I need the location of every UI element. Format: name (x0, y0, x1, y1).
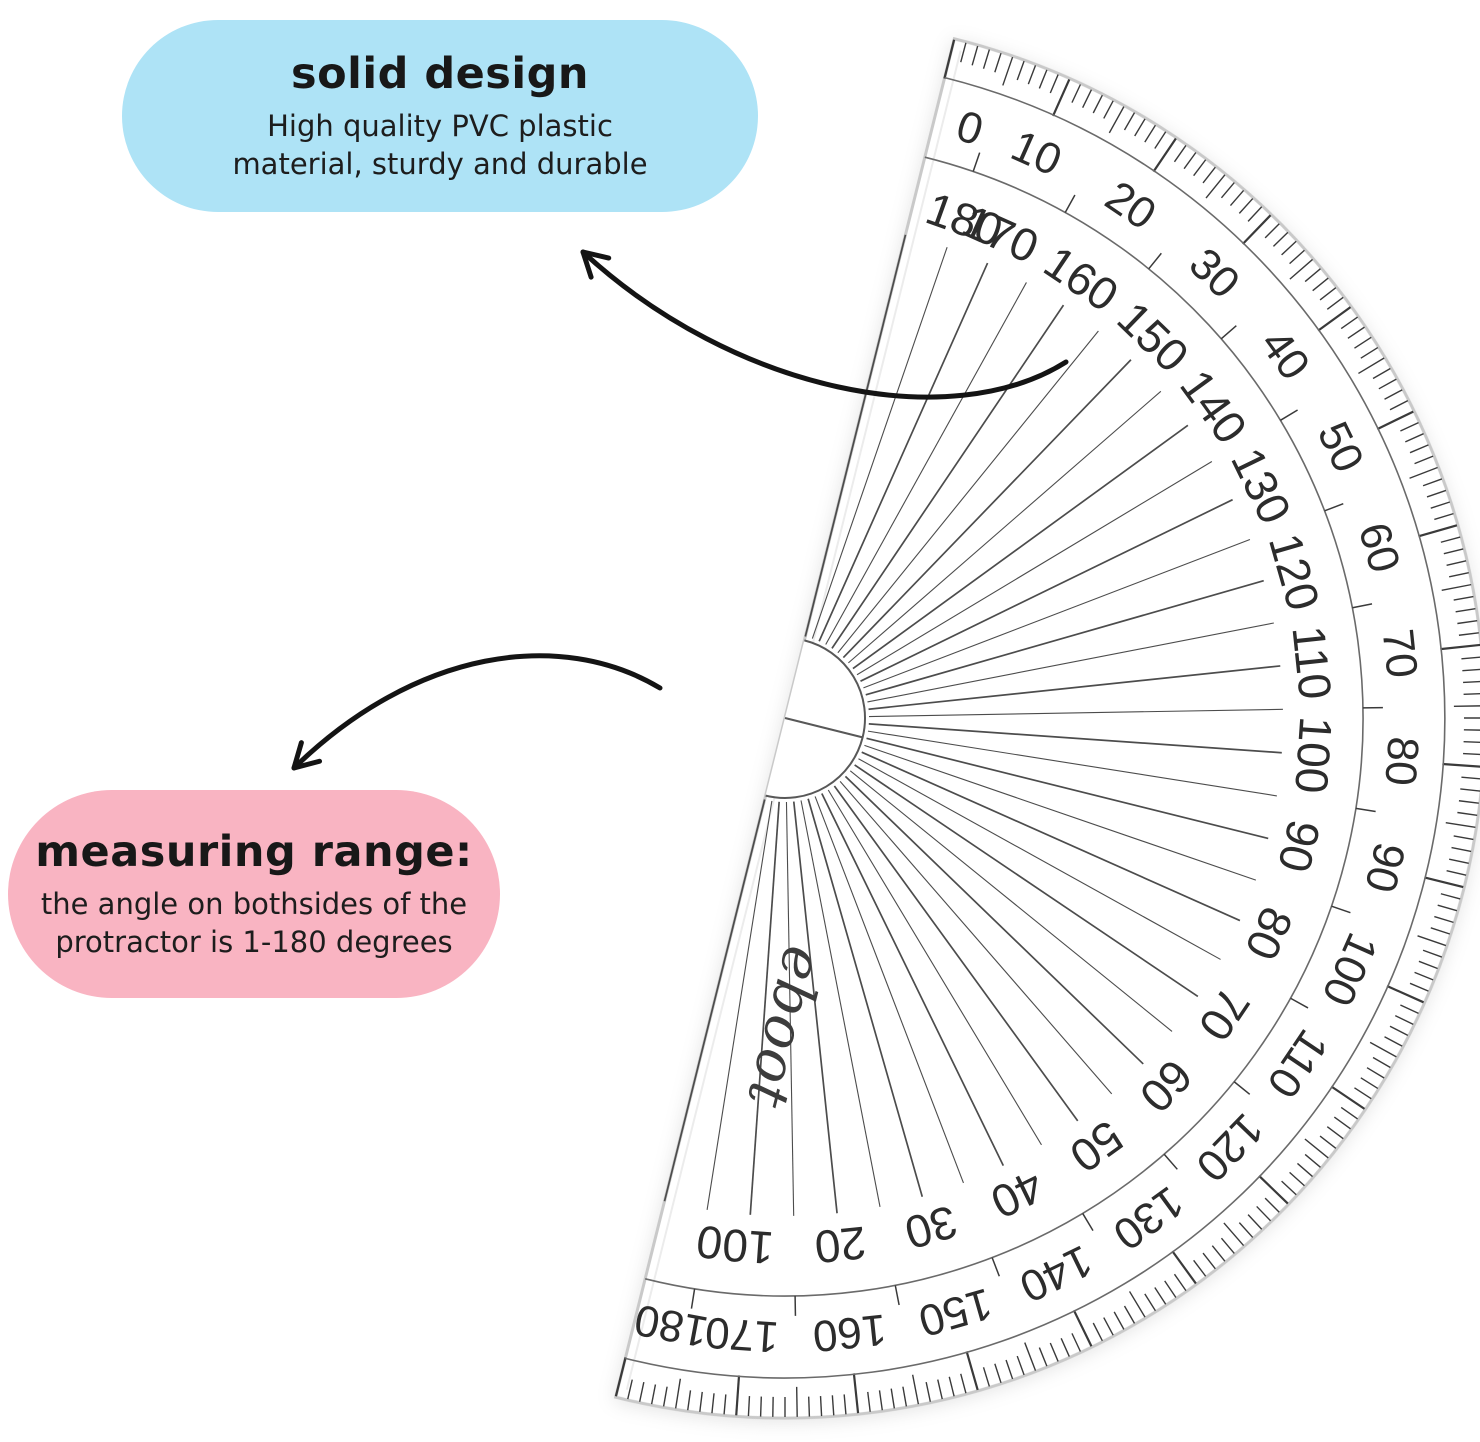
svg-text:90: 90 (1268, 815, 1331, 877)
measuring-range-callout: measuring range: the angle on bothsides … (8, 790, 500, 998)
solid-design-line1: High quality PVC plastic (267, 108, 613, 143)
rim-degree-ticks (614, 39, 1480, 1418)
arrow-to-measuring-range (291, 653, 663, 771)
measuring-range-line1: the angle on bothsides of the (40, 886, 468, 921)
arrow-to-solid-design (580, 249, 1069, 400)
measuring-range-line2: protractor is 1-180 degrees (55, 925, 453, 959)
svg-text:170: 170 (704, 1307, 781, 1361)
svg-text:90: 90 (1355, 838, 1414, 897)
svg-text:100: 100 (1285, 715, 1342, 795)
svg-text:80: 80 (1375, 735, 1427, 787)
center-hub (765, 639, 866, 799)
solid-design-title: solid design (290, 48, 590, 99)
svg-text:20: 20 (812, 1217, 868, 1274)
svg-text:160: 160 (811, 1304, 889, 1360)
measuring-range-title: measuring range: (35, 826, 473, 877)
svg-text:110: 110 (1282, 623, 1341, 701)
svg-text:70: 70 (1373, 626, 1427, 680)
solid-design-line2: material, sturdy and durable (232, 147, 648, 181)
solid-design-callout: solid design High quality PVC plastic ma… (122, 20, 758, 212)
scale-arcs (625, 76, 1446, 1379)
five-degree-ticks (690, 152, 1383, 1316)
svg-text:10: 10 (721, 1219, 776, 1274)
radial-lines (663, 234, 1283, 1216)
protractor-body (613, 36, 1480, 1420)
